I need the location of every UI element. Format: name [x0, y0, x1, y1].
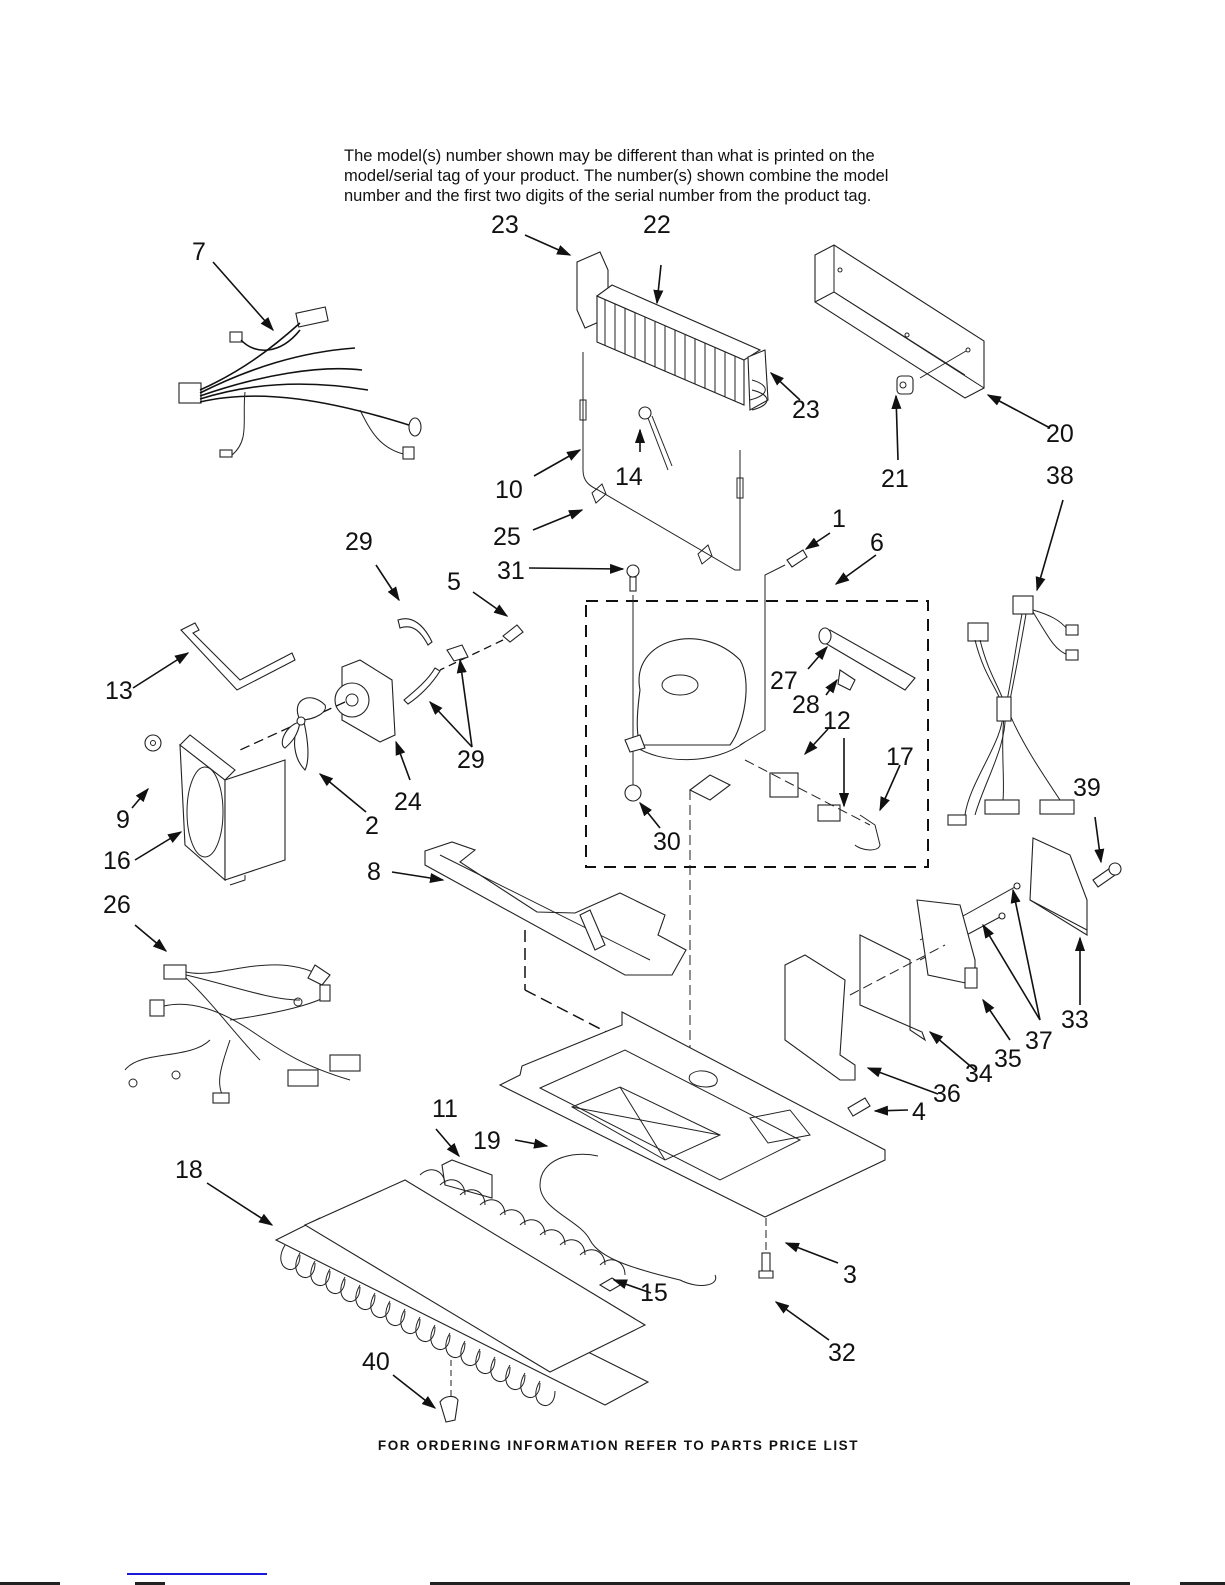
part-33-bracket[interactable]: [1029, 837, 1088, 936]
callout-22: 22: [643, 211, 671, 239]
callout-29-top: 29: [345, 528, 373, 556]
callout-25: 25: [493, 523, 521, 551]
disclaimer-line-3: number and the first two digits of the s…: [344, 187, 872, 205]
disclaimer-line-1: The model(s) number shown may be differe…: [344, 147, 875, 165]
part-9-grommet[interactable]: [144, 734, 162, 752]
callout-11: 11: [432, 1095, 458, 1123]
callout-20: 20: [1046, 420, 1074, 448]
part-29-motor-bracket-pair[interactable]: [403, 644, 469, 705]
callout-34: 34: [965, 1060, 993, 1088]
callout-38: 38: [1046, 462, 1074, 490]
part-38-wiring-harness[interactable]: [947, 595, 1079, 826]
callout-29-bottom: 29: [457, 746, 485, 774]
part-2-fan-blade[interactable]: [281, 697, 326, 771]
part-34-control-board[interactable]: [859, 934, 927, 1042]
part-31-screw[interactable]: [626, 564, 640, 800]
bottom-edge-artifact: [0, 1582, 1225, 1585]
part-12-relay-overload[interactable]: [744, 759, 871, 826]
ordering-information-note: FOR ORDERING INFORMATION REFER TO PARTS …: [0, 1438, 1225, 1453]
callout-35: 35: [994, 1045, 1022, 1073]
callout-19: 19: [473, 1127, 501, 1155]
part-17-clip-wire[interactable]: [854, 814, 881, 851]
part-27-drier[interactable]: [818, 627, 916, 691]
callout-3: 3: [843, 1261, 857, 1289]
part-19-tube[interactable]: [539, 1153, 717, 1286]
part-24-fan-motor[interactable]: [239, 659, 396, 751]
callout-16: 16: [103, 847, 131, 875]
part-1-screw[interactable]: [739, 549, 808, 746]
part-20-cover[interactable]: [814, 244, 985, 399]
callout-23-right: 23: [792, 396, 820, 424]
callout-15: 15: [640, 1279, 668, 1307]
part-35-terminal-block[interactable]: [916, 899, 978, 989]
part-5-screw[interactable]: [439, 624, 524, 671]
callout-32: 32: [828, 1339, 856, 1367]
part-18-evaporator[interactable]: [274, 1169, 650, 1406]
part-36-control-housing[interactable]: [784, 944, 946, 1081]
model-number-disclaimer: The model(s) number shown may be differe…: [344, 146, 984, 206]
callout-10: 10: [495, 476, 523, 504]
part-21-grommet[interactable]: [896, 350, 967, 395]
callout-14: 14: [615, 463, 643, 491]
callout-1: 1: [832, 505, 846, 533]
part-40-clip[interactable]: [439, 1360, 459, 1423]
ordering-information-text: FOR ORDERING INFORMATION REFER TO PARTS …: [377, 1438, 860, 1453]
callout-23-left: 23: [491, 211, 519, 239]
callout-21: 21: [881, 465, 909, 493]
part-3-base-pan[interactable]: [498, 1011, 886, 1218]
callout-7: 7: [192, 238, 206, 266]
part-4-screw[interactable]: [847, 1097, 871, 1117]
part-11-foam-block[interactable]: [441, 1159, 493, 1199]
callout-6: 6: [870, 529, 884, 557]
callout-33: 33: [1061, 1006, 1089, 1034]
callout-5: 5: [447, 568, 461, 596]
callout-28: 28: [792, 691, 820, 719]
part-13-seal[interactable]: [180, 622, 296, 691]
callout-40: 40: [362, 1348, 390, 1376]
part-25-clip[interactable]: [591, 483, 713, 565]
part-14-sensor[interactable]: [638, 406, 673, 471]
part-28-drier-bracket[interactable]: [837, 669, 856, 691]
callout-26: 26: [103, 891, 131, 919]
callout-39: 39: [1073, 774, 1101, 802]
callout-12: 12: [823, 707, 851, 735]
leader-arrows: [131, 234, 1105, 1409]
callout-13: 13: [105, 677, 133, 705]
callout-27: 27: [770, 667, 798, 695]
callout-24: 24: [394, 788, 422, 816]
callout-30: 30: [653, 828, 681, 856]
link-underline[interactable]: [127, 1573, 267, 1575]
disclaimer-line-2: model/serial tag of your product. The nu…: [344, 167, 889, 185]
callout-18: 18: [175, 1156, 203, 1184]
callout-2: 2: [365, 812, 379, 840]
callout-labels: 7 23 22 23 20 21 38 10 14 25 1 6 29 31 5…: [103, 211, 1101, 1376]
compressor-assembly-boundary: [585, 600, 929, 868]
part-32-screw[interactable]: [758, 1218, 774, 1279]
part-7-wiring-harness[interactable]: [178, 306, 422, 460]
part-30-grommet[interactable]: [624, 784, 691, 1080]
part-16-fan-shroud[interactable]: [179, 734, 286, 886]
part-26-wiring-harness[interactable]: [124, 964, 361, 1104]
callout-8: 8: [367, 858, 381, 886]
part-22-condenser[interactable]: [576, 251, 769, 411]
part-compressor[interactable]: [624, 638, 747, 801]
callout-4: 4: [912, 1098, 926, 1126]
part-39-screw[interactable]: [1092, 862, 1122, 888]
callout-17: 17: [886, 743, 914, 771]
part-29-motor-bracket-top[interactable]: [397, 618, 433, 646]
callout-36: 36: [933, 1080, 961, 1108]
part-15-sleeve[interactable]: [598, 1277, 624, 1292]
callout-31: 31: [497, 557, 525, 585]
part-10-tube[interactable]: [579, 352, 744, 571]
callout-37: 37: [1025, 1027, 1053, 1055]
callout-9: 9: [116, 806, 130, 834]
